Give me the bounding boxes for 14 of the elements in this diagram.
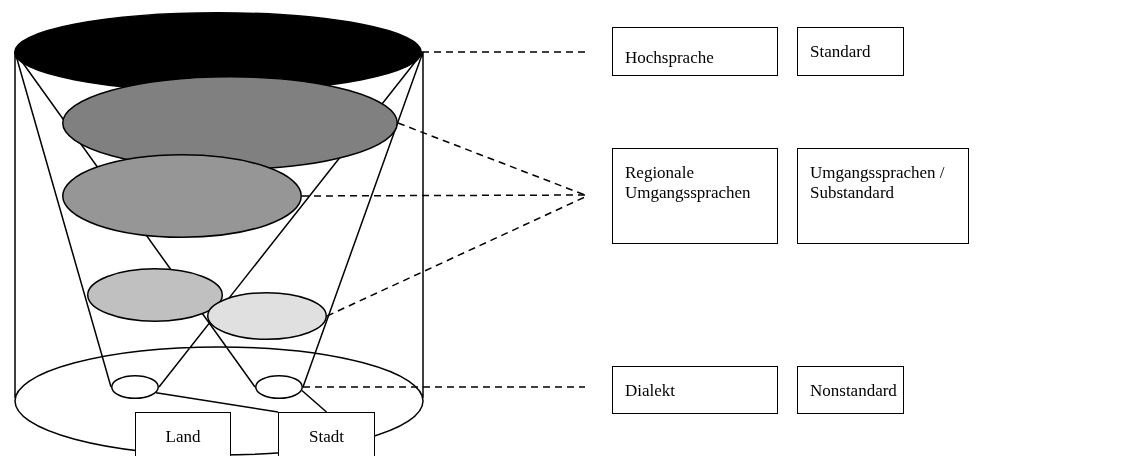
label-box: Stadt <box>278 412 375 456</box>
connector-line <box>301 389 328 413</box>
connector-line <box>155 392 279 413</box>
term-box: Nonstandard <box>797 366 904 414</box>
dashed-leader-line <box>326 196 586 317</box>
term-box: Umgangssprachen / Substandard <box>797 148 969 244</box>
term-box: Standard <box>797 27 904 76</box>
dashed-leader-line <box>397 122 586 196</box>
dashed-leader-line <box>302 386 586 388</box>
term-box: Regionale Umgangssprachen <box>612 148 778 244</box>
term-box: Dialekt <box>612 366 778 414</box>
term-box: Hochsprache <box>612 27 778 76</box>
dashed-leader-line <box>421 51 586 53</box>
label-box: Land <box>135 412 231 456</box>
